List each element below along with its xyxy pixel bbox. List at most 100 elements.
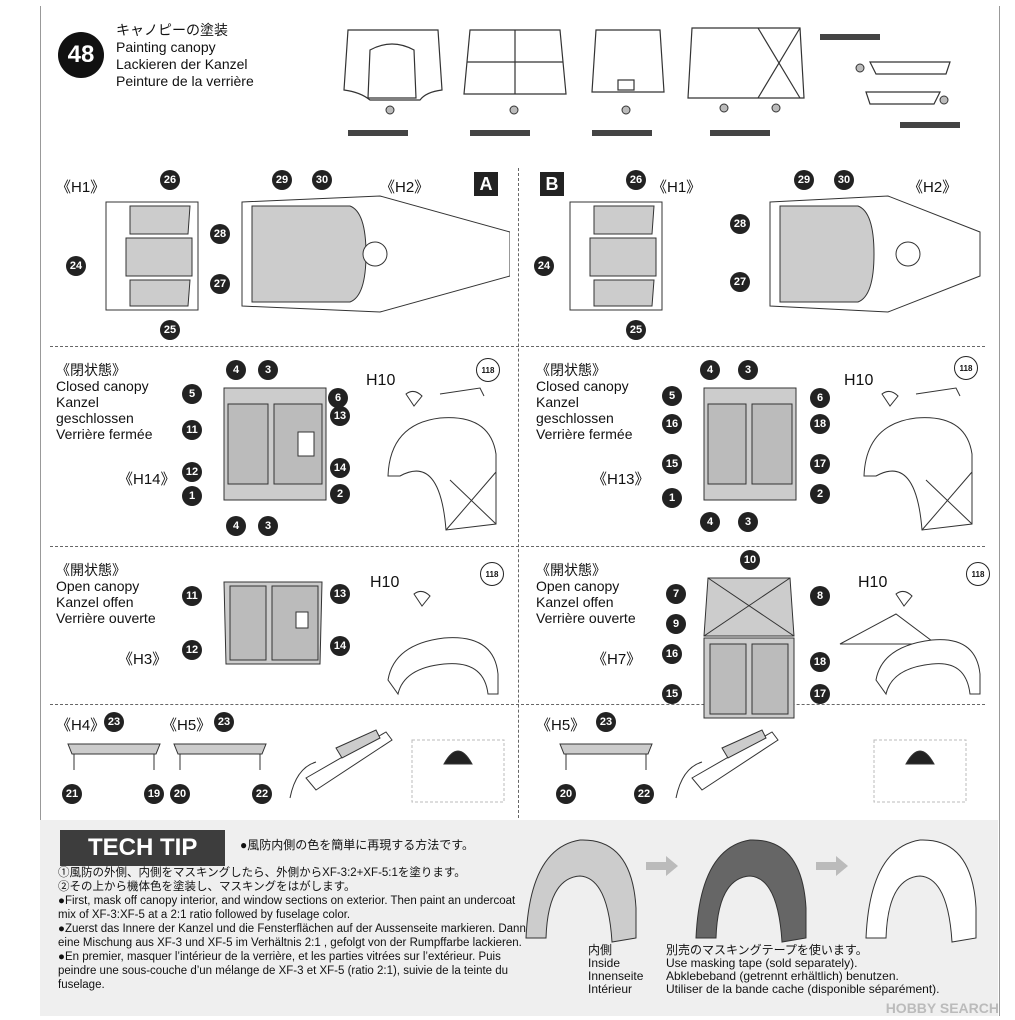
part-number-23-b: 23	[596, 712, 616, 732]
closed-de1: Kanzel	[56, 394, 99, 410]
part-number-15-open: 15	[662, 684, 682, 704]
ref-h10-open-a: H10	[370, 574, 400, 591]
open-ja: 《開状態》	[56, 562, 126, 578]
canopy-h7	[703, 577, 795, 719]
part-h5-b	[559, 743, 653, 770]
open-fr: Verrière ouverte	[56, 610, 156, 626]
open-en-b: Open canopy	[536, 578, 620, 594]
canopy-h1-b	[569, 201, 663, 311]
part-number-28-b: 28	[730, 214, 750, 234]
part-number-21: 21	[62, 784, 82, 804]
open-en: Open canopy	[56, 578, 140, 594]
step-number-badge: 48	[58, 32, 104, 78]
page-frame	[40, 6, 1000, 1016]
part-number-7: 7	[666, 584, 686, 604]
ref-h13: 《H13》	[592, 471, 650, 488]
part-number-13: 13	[330, 406, 350, 426]
part-number-4-bottom: 4	[226, 516, 246, 536]
tech-tip-illustrations	[525, 839, 977, 943]
part-number-4: 4	[226, 360, 246, 380]
part-h5-a	[173, 743, 267, 770]
ref-h5-a: 《H5》	[162, 717, 212, 734]
part-number-18-open: 18	[810, 652, 830, 672]
part-number-25-b: 25	[626, 320, 646, 340]
part-number-22-b: 22	[634, 784, 654, 804]
closed-fr-b: Verrière fermée	[536, 426, 633, 442]
part-number-6: 6	[328, 388, 348, 408]
hinge-detail-b	[675, 729, 779, 799]
step-title-en: Painting canopy	[116, 39, 216, 55]
part-number-3-b-bottom: 3	[738, 512, 758, 532]
closed-de2: geschlossen	[56, 410, 134, 426]
tech-tip-de: ●Zuerst das Innere der Kanzel und die Fe…	[58, 923, 526, 949]
open-ja-b: 《開状態》	[536, 562, 606, 578]
part-number-12: 12	[182, 462, 202, 482]
closed-ja-b: 《閉状態》	[536, 362, 606, 378]
tech-tip-text: ①風防の外側、内側をマスキングしたら、外側からXF-3:2+XF-5:1を塗りま…	[58, 866, 528, 992]
part-number-15: 15	[662, 454, 682, 474]
ref-h2-a: 《H2》	[380, 179, 430, 196]
paint-ref-118-closed-a: 118	[476, 358, 500, 382]
part-number-22: 22	[252, 784, 272, 804]
canopy-3d-open-a	[387, 590, 499, 696]
part-number-29: 29	[272, 170, 292, 190]
ref-h3: 《H3》	[118, 651, 168, 668]
part-number-14: 14	[330, 458, 350, 478]
closed-ja: 《閉状態》	[56, 362, 126, 378]
inside-ja: 内側	[588, 943, 613, 957]
mask-fr: Utiliser de la bande cache (disponible s…	[666, 982, 940, 996]
part-number-16-open: 16	[662, 644, 682, 664]
paint-ref-118-open-a: 118	[480, 562, 504, 586]
mask-ja: 別売のマスキングテープを使います。	[666, 943, 868, 957]
row-divider-1	[50, 346, 985, 347]
part-number-2: 2	[330, 484, 350, 504]
top-masking-illustrations	[343, 27, 960, 136]
closed-de2-b: geschlossen	[536, 410, 614, 426]
paint-ref-118-open-b: 118	[966, 562, 990, 586]
part-number-17-open: 17	[810, 684, 830, 704]
part-number-5-b: 5	[662, 386, 682, 406]
open-label-a: 《開状態》 Open canopy Kanzel offen Verrière …	[56, 562, 156, 626]
hinge-detail-a	[289, 729, 393, 799]
open-fr-b: Verrière ouverte	[536, 610, 636, 626]
part-number-24-b: 24	[534, 256, 554, 276]
closed-en: Closed canopy	[56, 378, 149, 394]
inside-de: Innenseite	[588, 969, 644, 983]
closed-label-b: 《閉状態》 Closed canopy Kanzel geschlossen V…	[536, 362, 632, 442]
canopy-3d-closed-a	[387, 387, 497, 531]
ref-h5-b: 《H5》	[536, 717, 586, 734]
closed-en-b: Closed canopy	[536, 378, 629, 394]
ref-h2-b: 《H2》	[908, 179, 958, 196]
open-de: Kanzel offen	[56, 594, 134, 610]
part-number-30: 30	[312, 170, 332, 190]
mask-en: Use masking tape (sold separately).	[666, 956, 858, 970]
part-number-20: 20	[170, 784, 190, 804]
ref-h10-open-b: H10	[858, 574, 888, 591]
part-number-6-b: 6	[810, 388, 830, 408]
part-number-3-b: 3	[738, 360, 758, 380]
ref-h1-a: 《H1》	[56, 179, 106, 196]
part-number-18: 18	[810, 414, 830, 434]
part-number-27: 27	[210, 274, 230, 294]
tech-tip-section: TECH TIP ●風防内側の色を簡単に再現する方法です。 ①風防の外側、内側を…	[40, 820, 998, 1016]
panel-label-a: A	[474, 172, 498, 196]
part-number-14-open: 14	[330, 636, 350, 656]
part-number-4-b: 4	[700, 360, 720, 380]
part-number-29-b: 29	[794, 170, 814, 190]
part-number-12-open: 12	[182, 640, 202, 660]
part-number-10: 10	[740, 550, 760, 570]
part-number-19: 19	[144, 784, 164, 804]
part-number-3: 3	[258, 360, 278, 380]
part-number-30-b: 30	[834, 170, 854, 190]
mask-de: Abklebeband (getrennt erhältlich) benutz…	[666, 969, 899, 983]
part-number-11-open: 11	[182, 586, 202, 606]
ref-h4: 《H4》	[56, 717, 106, 734]
canopy-h1-a	[105, 201, 199, 311]
part-number-20-b: 20	[556, 784, 576, 804]
canopy-front-view-a	[411, 739, 505, 803]
part-number-28: 28	[210, 224, 230, 244]
part-number-2-b: 2	[810, 484, 830, 504]
inside-labels: 内側 Inside Innenseite Intérieur	[588, 944, 643, 996]
tech-tip-heading: ●風防内側の色を簡単に再現する方法です。	[240, 838, 475, 852]
inside-fr: Intérieur	[588, 982, 633, 996]
